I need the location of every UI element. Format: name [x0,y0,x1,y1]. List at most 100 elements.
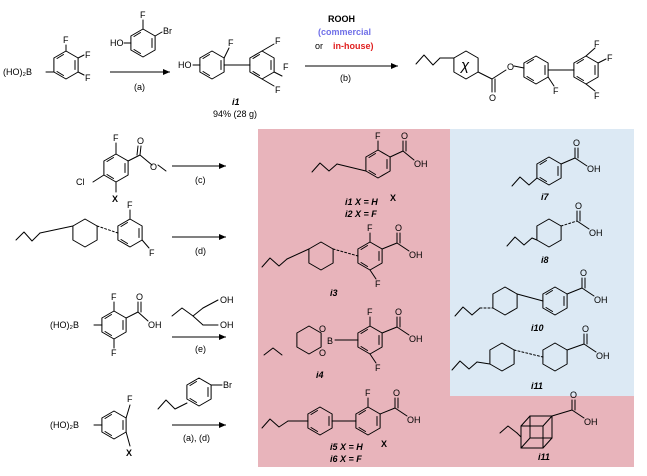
svg-text:F: F [275,36,281,46]
boron-atom: B [327,336,333,346]
svg-text:O: O [136,292,143,302]
propylbenzoic-acid-i7: O OH [511,138,601,187]
svg-text:X: X [390,193,396,203]
svg-text:O: O [395,223,402,233]
propyl-fluorobenzoic-acid-i1-i2: F O OH X [311,131,428,203]
svg-text:O: O [319,348,326,358]
boronic-acid-trifluoro: (HO)₂B F F F [3,35,91,83]
chi-symbol: χ [459,57,470,74]
svg-text:F: F [111,348,117,358]
step-label-ad: (a), (d) [183,433,210,443]
i5-i6-label-1: i5 X = H [330,442,363,452]
pink-panel-bottom [450,396,634,467]
svg-text:OH: OH [407,415,421,425]
svg-text:F: F [275,85,281,95]
svg-text:F: F [127,394,133,404]
target-ester: O O F F F F [415,39,613,103]
svg-text:F: F [367,223,373,233]
i1-yield: 94% (28 g) [213,109,257,119]
boronic-group: (HO)₂B [3,67,32,77]
svg-text:Cl: Cl [76,177,85,187]
i3-label: i3 [330,288,338,298]
propylbiphenyl-benzoic-acid-i5-i6: F O OH X [261,388,421,449]
svg-text:OH: OH [584,417,598,427]
rooh-label: ROOH [328,14,355,24]
in-house-label: in-house) [333,41,374,51]
svg-text:F: F [594,39,600,49]
svg-text:OH: OH [587,164,601,174]
svg-text:OH: OH [594,295,608,305]
svg-text:F: F [149,248,155,258]
propylcyclohexyl-benzoic-acid-i3: F F O OH [261,223,423,289]
step-label-a: (a) [134,82,145,92]
svg-text:HO: HO [110,38,124,48]
i1-i2-label-1: i1 X = H [345,197,378,207]
i1-i2-label-2: i2 X = F [345,209,377,219]
svg-text:O: O [137,136,144,146]
svg-text:O: O [582,324,589,334]
i8-label: i8 [541,255,549,265]
bromo-fluoro-phenol: HO Br F [110,10,172,58]
svg-text:F: F [365,388,371,398]
blue-panel [450,129,634,396]
svg-text:F: F [127,200,133,210]
svg-text:X: X [126,448,132,458]
svg-text:X: X [381,439,387,449]
svg-text:F: F [607,53,613,63]
step-label-d: (d) [195,246,206,256]
dioxaborinane-benzoic-acid-i4: O O B F F O OH [263,307,423,373]
svg-text:O: O [570,390,577,400]
svg-text:Br: Br [223,380,232,390]
svg-text:O: O [395,307,402,317]
svg-text:OH: OH [596,351,610,361]
svg-text:(HO)₂B: (HO)₂B [50,320,79,330]
pink-panel [258,129,450,467]
svg-text:F: F [140,10,146,20]
svg-text:OH: OH [589,228,603,238]
difluoro-boronobenzoic-acid: (HO)₂B F F O OH [50,292,162,358]
svg-text:(HO)₂B: (HO)₂B [50,420,79,430]
step-label-c: (c) [195,175,206,185]
svg-text:OH: OH [409,334,423,344]
i10-label: i10 [531,323,544,333]
svg-text:O: O [573,138,580,148]
i4-label: i4 [316,370,324,380]
propylcyclohexane-carboxylic-acid-i8: O OH [506,201,603,248]
fluoro-boronic-acid-x: (HO)₂B F X [50,394,133,458]
svg-text:F: F [375,279,381,289]
i5-i6-label-2: i6 X = F [330,454,362,464]
i11-cubane-label: i11 [538,452,550,462]
svg-text:F: F [111,292,117,302]
svg-text:F: F [375,363,381,373]
svg-text:Br: Br [163,26,172,36]
svg-text:F: F [85,73,91,83]
svg-text:F: F [594,91,600,101]
commercial-label: (commercial [318,27,371,37]
step-label-e: (e) [195,344,206,354]
svg-text:OH: OH [148,320,162,330]
i11-label: i11 [531,381,543,391]
svg-text:F: F [553,86,559,96]
svg-text:F: F [85,50,91,60]
chloro-fluoro-methylbenzoate: Cl F O O X [76,133,167,204]
svg-text:F: F [367,307,373,317]
svg-text:HO: HO [178,60,192,70]
svg-text:O: O [580,268,587,278]
propyl-bromobenzene: Br [157,377,232,410]
svg-text:OH: OH [414,159,428,169]
step-label-b: (b) [340,73,351,83]
svg-text:OH: OH [409,250,423,260]
svg-text:F: F [375,131,381,141]
svg-text:X: X [112,194,118,204]
i7-label: i7 [541,192,550,202]
propylcubane-carboxylic-acid: O OH [499,390,598,449]
svg-text:O: O [150,162,157,172]
svg-text:O: O [401,131,408,141]
svg-text:OH: OH [220,295,234,305]
svg-text:O: O [507,62,514,72]
svg-text:F: F [113,133,119,143]
svg-text:F: F [228,38,234,48]
biphenyl-i1: HO F F F F [178,36,289,95]
svg-text:F: F [283,62,289,72]
